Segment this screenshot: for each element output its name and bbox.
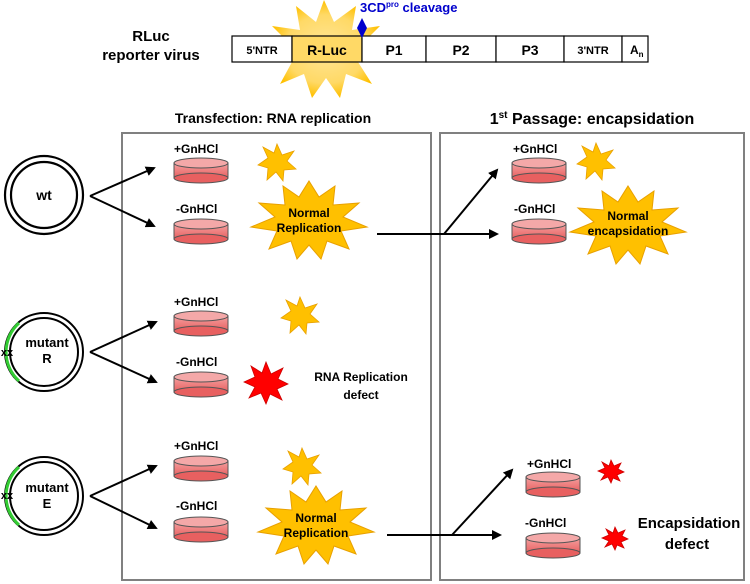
culture-dish [525,532,581,559]
wt-plus-label: +GnHCl [174,142,218,156]
plasmid-mutant-r: xx mutant R [1,312,84,392]
culture-dish [173,310,229,337]
small-yellow-starbursts [257,141,616,487]
header-title-line2: reporter virus [102,47,200,64]
mutant-e-minus-label: -GnHCl [176,499,217,513]
genome-label-polya: An [630,43,644,59]
wt-passage-arrow-up [443,168,499,235]
plasmid-mutant-e: xx mutant E [1,456,84,536]
normal-replication-wt-line2: Replication [277,221,342,235]
genome-segment-p1 [361,35,427,63]
culture-dish [173,218,229,245]
luciferase-signal-burst [576,141,616,182]
mutant-r-arrow-up [89,320,158,353]
culture-dish [525,471,581,498]
mutant-e-plus-label: +GnHCl [174,439,218,453]
passage-panel-title: 1st Passage: encapsidation [490,110,695,128]
rna-defect-line1: RNA Replication [314,370,408,384]
outcome-labels: Normal Replication Normal encapsidation … [277,206,741,553]
plasmid-mutant-r-label-1: mutant [25,335,69,350]
encap-defect-line2: defect [665,536,709,553]
genome-segment-rluc [291,35,363,63]
genome-header: RLuc reporter virus 5'NTR R-Luc P1 P2 P3… [102,0,649,98]
mutant-r-arrow-down [89,351,158,384]
mutant-e-passage-arrow-up [451,468,514,536]
plasmid-mutant-e-label-2: E [43,496,52,511]
encap-defect-burst-plus [596,458,625,484]
normal-encapsidation-line1: Normal [607,209,648,223]
wt-arrow-down [89,195,156,228]
normal-replication-mutant-e-line1: Normal [295,511,336,525]
mutant-e-passage-plus-label: +GnHCl [527,457,571,471]
normal-replication-wt-line1: Normal [288,206,329,220]
cleavage-label: 3CDpro cleavage [360,0,457,15]
genome-label-p2: P2 [452,42,469,58]
culture-dish [511,157,567,184]
plasmid-mutant-e-label-1: mutant [25,480,69,495]
encap-defect-burst-minus [600,525,629,551]
luciferase-signal-burst [257,142,297,183]
transfection-panel-title: Transfection: RNA replication [175,110,371,126]
genome-label-rluc: R-Luc [307,42,347,58]
plasmid-wt: wt [3,154,85,236]
mutant-e-mutation-mark: xx [1,490,14,502]
luciferase-signal-burst [282,446,322,487]
normal-encapsidation-burst [568,185,688,265]
normal-encapsidation-line2: encapsidation [588,224,669,238]
culture-dish [173,455,229,482]
wt-minus-label: -GnHCl [176,202,217,216]
encap-defect-line1: Encapsidation [638,515,741,532]
wt-passage-minus-label: -GnHCl [514,202,555,216]
culture-dish [173,371,229,398]
genome-label-p1: P1 [385,42,402,58]
wt-arrow-up [89,166,156,197]
mutant-e-arrow-down [89,495,158,530]
header-title-line1: RLuc [132,28,170,45]
normal-replication-burst-mutant-e [256,485,376,565]
passage-panel [439,132,745,581]
construct-arrows [89,166,514,540]
mutant-r-region-mark [4,321,21,383]
normal-replication-mutant-e-line2: Replication [284,526,349,540]
plasmid-mutant-r-label-2: R [42,351,52,366]
culture-dish [173,516,229,543]
mutant-r-plus-label: +GnHCl [174,295,218,309]
cleavage-site-marker [357,18,367,38]
genome-label-3ntr: 3'NTR [577,45,608,57]
plasmid-wt-label: wt [35,187,52,203]
mutant-e-passage-minus-label: -GnHCl [525,516,566,530]
genome-label-p3: P3 [521,42,538,58]
rna-defect-burst [243,360,289,406]
red-defect-starbursts [243,360,629,551]
mutant-r-mutation-mark: xx [1,347,14,359]
large-yellow-starbursts [249,180,688,565]
culture-dish [511,218,567,245]
culture-dish [173,157,229,184]
mutant-r-minus-label: -GnHCl [176,355,217,369]
transfection-panel [121,132,432,581]
mutant-e-arrow-up [89,464,158,497]
passage-dishes: +GnHCl -GnHCl +GnHCl -GnHCl [511,142,581,559]
genome-segment-polya [621,35,649,63]
luciferase-signal-burst [280,295,320,336]
normal-replication-burst-wt [249,180,369,260]
mutant-e-region-mark [4,465,21,527]
wt-passage-plus-label: +GnHCl [513,142,557,156]
rna-defect-line2: defect [343,388,378,402]
genome-label-5ntr: 5'NTR [246,45,277,57]
transfection-dishes: +GnHCl -GnHCl +GnHCl -GnHCl +GnHCl [173,142,229,543]
